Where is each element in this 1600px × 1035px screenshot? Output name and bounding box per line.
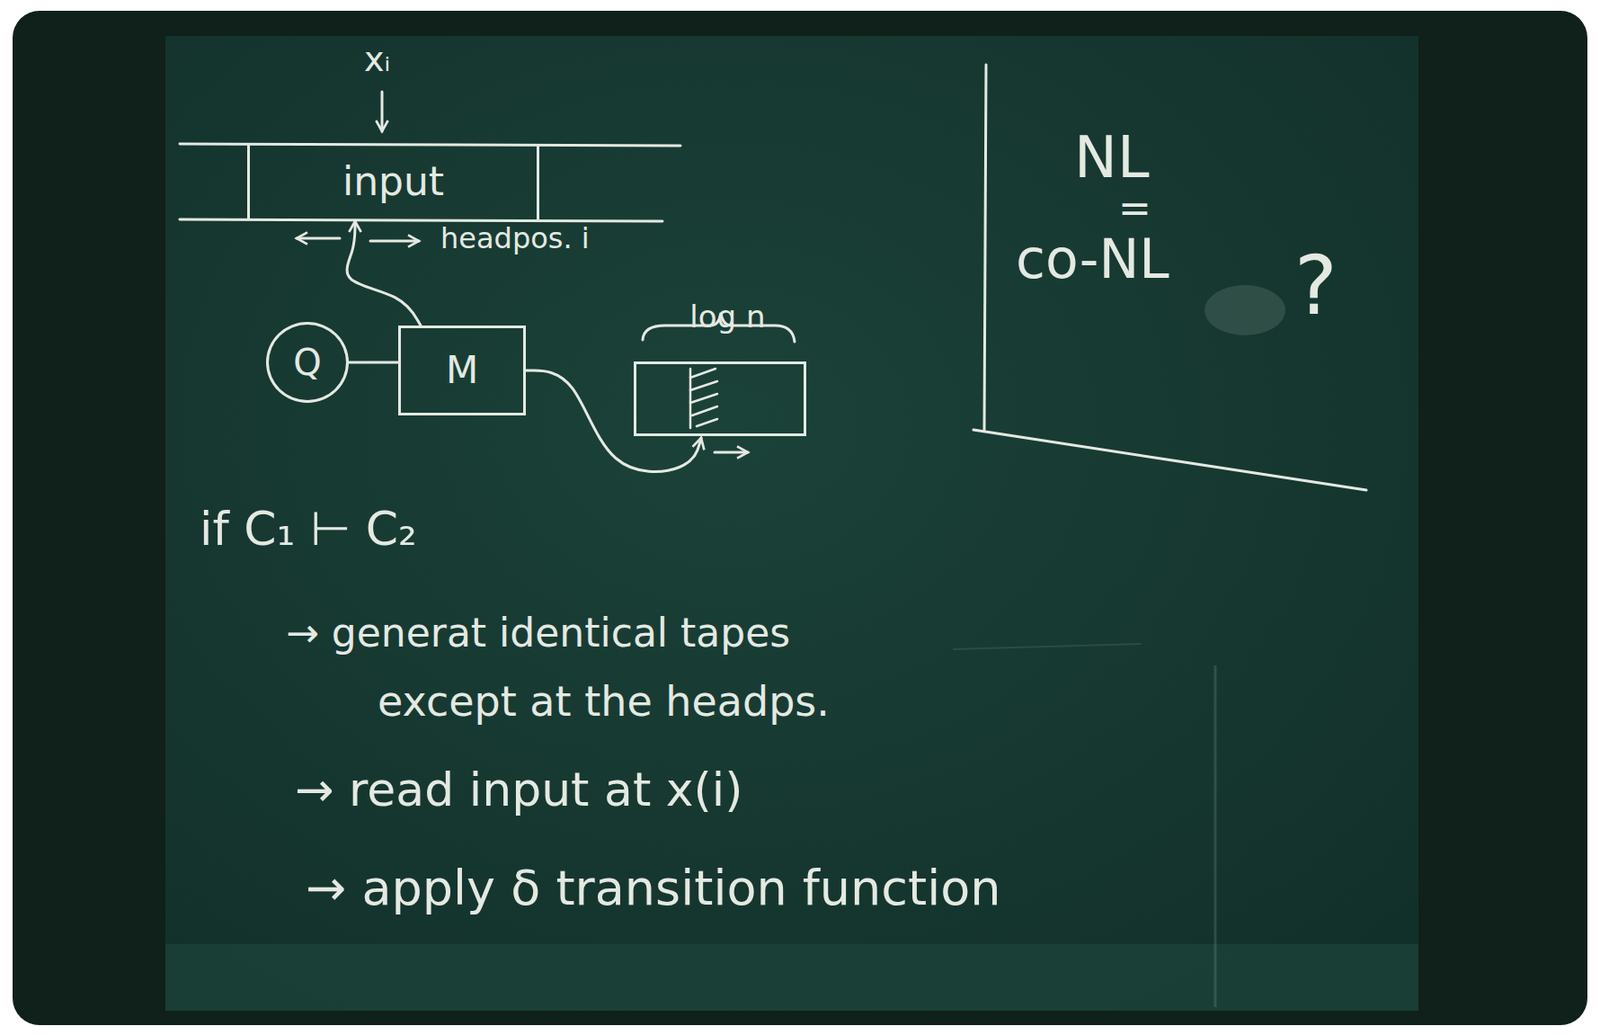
connector-wire bbox=[346, 221, 421, 326]
photo-frame bbox=[12, 10, 1588, 1025]
head-position-label: headpos. i bbox=[440, 222, 590, 255]
connector-wire bbox=[525, 370, 702, 472]
head-left-arrow bbox=[296, 237, 340, 240]
work-tape: log n bbox=[633, 361, 807, 436]
input-tape: input bbox=[247, 143, 540, 220]
equals-sign: = bbox=[1118, 186, 1152, 231]
machine-box: M bbox=[398, 325, 526, 416]
chalk-tray bbox=[165, 943, 1419, 1011]
question-mark: ? bbox=[1294, 240, 1338, 330]
panel-left-line bbox=[984, 64, 987, 430]
connector-wire bbox=[348, 361, 399, 365]
head-right-arrow bbox=[370, 240, 419, 243]
panel-bottom-line bbox=[973, 429, 1367, 490]
input-symbol-arrow bbox=[381, 91, 384, 132]
class-name: co-NL bbox=[1015, 229, 1170, 289]
node-label: M bbox=[445, 349, 479, 392]
state-circle: Q bbox=[266, 321, 349, 403]
eraser-smudge bbox=[1204, 284, 1286, 336]
input-symbol: xᵢ bbox=[364, 41, 391, 80]
condition-text: if C₁ ⊢ C₂ bbox=[199, 503, 418, 555]
work-head-arrow bbox=[714, 451, 748, 454]
head-cell-hatch bbox=[690, 368, 718, 428]
step-text: except at the headps. bbox=[377, 678, 830, 725]
step-text: → read input at x(i) bbox=[294, 764, 744, 816]
faint-mark bbox=[952, 643, 1142, 649]
tape-length-label: log n bbox=[689, 300, 765, 334]
input-tape-bottom bbox=[179, 219, 663, 222]
input-tape-top bbox=[179, 143, 681, 146]
class-name: NL bbox=[1074, 125, 1150, 189]
drip-mark bbox=[1214, 665, 1218, 1007]
step-text: → generat identical tapes bbox=[285, 611, 791, 655]
node-label: input bbox=[342, 160, 445, 204]
chalkboard bbox=[165, 35, 1419, 1011]
node-label: Q bbox=[293, 342, 321, 383]
step-text: → apply δ transition function bbox=[305, 861, 1001, 915]
